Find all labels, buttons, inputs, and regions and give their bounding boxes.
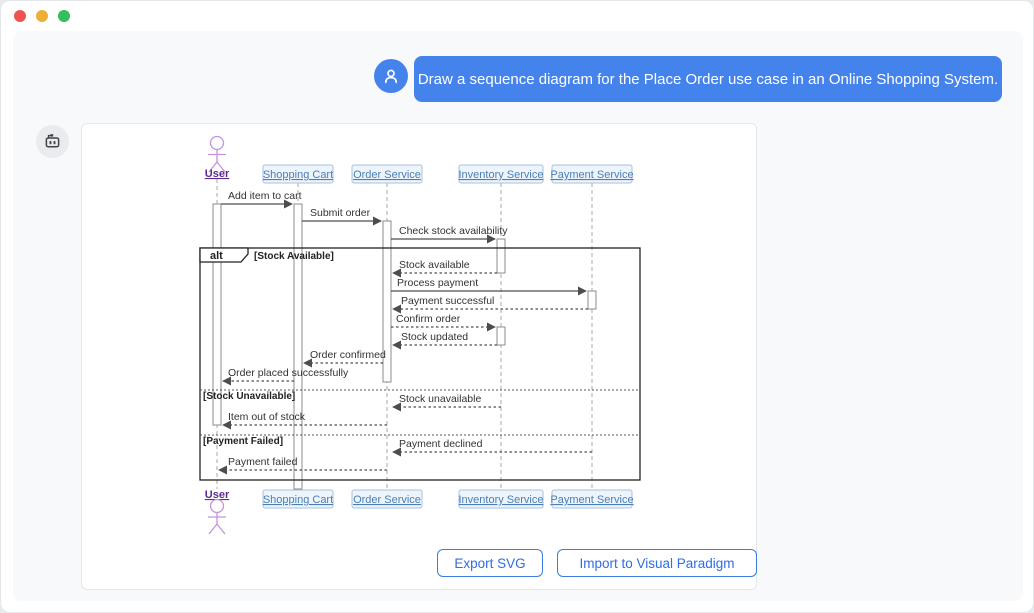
messages: Add item to cart Submit order Check stoc… bbox=[218, 190, 592, 475]
participant-box bbox=[458, 489, 544, 509]
message-label: Add item to cart bbox=[228, 190, 302, 202]
diagram-card: User Shopping Cart Order Service Invento… bbox=[81, 123, 757, 590]
stick-figure-icon bbox=[208, 498, 226, 535]
zoom-button[interactable] bbox=[58, 10, 70, 22]
activation-shopping-cart bbox=[293, 203, 303, 490]
message-stock-unavailable: Stock unavailable bbox=[392, 393, 501, 412]
participant-label[interactable]: Order Service bbox=[353, 494, 421, 506]
message-process-payment: Process payment bbox=[391, 277, 587, 296]
message-label: Order confirmed bbox=[310, 349, 386, 361]
message-check-stock-availability: Check stock availability bbox=[391, 225, 508, 244]
message-label: Payment successful bbox=[401, 295, 494, 307]
message-label: Check stock availability bbox=[399, 225, 508, 237]
participants-bottom: Shopping Cart Order Service Inventory Se… bbox=[262, 489, 634, 509]
participant-box bbox=[458, 164, 544, 184]
participant-box bbox=[351, 489, 423, 509]
bot-avatar bbox=[36, 125, 69, 158]
message-payment-successful: Payment successful bbox=[392, 295, 588, 314]
guard-payment-failed: [Payment Failed] bbox=[203, 436, 283, 447]
participant-box bbox=[351, 164, 423, 184]
message-label: Payment failed bbox=[228, 456, 298, 468]
minimize-button[interactable] bbox=[36, 10, 48, 22]
user-message-text: Draw a sequence diagram for the Place Or… bbox=[417, 70, 999, 88]
message-label: Confirm order bbox=[396, 313, 461, 325]
message-label: Payment declined bbox=[399, 438, 483, 450]
participant-label[interactable]: Shopping Cart bbox=[263, 169, 333, 181]
participant-box bbox=[551, 489, 633, 509]
fragment-frame bbox=[199, 247, 641, 481]
fragment-operator: alt bbox=[210, 250, 223, 262]
actor-label[interactable]: User bbox=[205, 168, 230, 180]
message-label: Stock unavailable bbox=[399, 393, 481, 405]
message-submit-order: Submit order bbox=[302, 207, 382, 226]
close-button[interactable] bbox=[14, 10, 26, 22]
message-order-confirmed: Order confirmed bbox=[303, 349, 386, 368]
user-avatar bbox=[374, 59, 408, 93]
message-item-out-of-stock: Item out of stock bbox=[222, 411, 387, 430]
guard-stock-available: [Stock Available] bbox=[254, 251, 334, 262]
alt-fragment: alt [Stock Available] [Stock Unavailable… bbox=[199, 247, 641, 481]
robot-icon bbox=[45, 134, 60, 148]
message-label: Stock updated bbox=[401, 331, 468, 343]
participant-box bbox=[262, 489, 334, 509]
titlebar bbox=[1, 1, 1033, 31]
participant-label[interactable]: Order Service bbox=[353, 169, 421, 181]
activation-order-service bbox=[382, 220, 392, 383]
participant-box bbox=[262, 164, 334, 184]
participant-box bbox=[551, 164, 633, 184]
participants-top: Shopping Cart Order Service Inventory Se… bbox=[262, 164, 634, 184]
export-svg-button[interactable]: Export SVG bbox=[437, 549, 543, 577]
actor-user-bottom: User bbox=[205, 489, 230, 535]
activation-bars bbox=[212, 203, 597, 490]
message-stock-updated: Stock updated bbox=[392, 331, 497, 350]
actor-label[interactable]: User bbox=[205, 489, 230, 501]
guard-stock-unavailable: [Stock Unavailable] bbox=[203, 391, 295, 402]
person-icon bbox=[384, 69, 398, 84]
participant-label[interactable]: Inventory Service bbox=[459, 169, 544, 181]
participant-label[interactable]: Shopping Cart bbox=[263, 494, 333, 506]
participant-label[interactable]: Payment Service bbox=[550, 494, 633, 506]
message-payment-declined: Payment declined bbox=[392, 438, 592, 457]
message-label: Item out of stock bbox=[228, 411, 306, 423]
participant-label[interactable]: Inventory Service bbox=[459, 494, 544, 506]
stick-figure-icon bbox=[208, 135, 226, 173]
message-label: Submit order bbox=[310, 207, 371, 219]
fragment-operator-pentagon bbox=[199, 247, 249, 263]
message-label: Stock available bbox=[399, 259, 470, 271]
activation-inventory-2 bbox=[496, 326, 506, 346]
actor-user-top: User bbox=[205, 135, 230, 180]
message-order-placed-successfully: Order placed successfully bbox=[222, 367, 349, 386]
message-stock-available: Stock available bbox=[392, 259, 497, 278]
user-message-bubble: Draw a sequence diagram for the Place Or… bbox=[414, 56, 1002, 102]
participant-label[interactable]: Payment Service bbox=[550, 169, 633, 181]
activation-user bbox=[212, 203, 222, 426]
import-visual-paradigm-button[interactable]: Import to Visual Paradigm bbox=[557, 549, 757, 577]
message-label: Order placed successfully bbox=[228, 367, 349, 379]
sequence-diagram: User Shopping Cart Order Service Invento… bbox=[199, 135, 641, 535]
activation-inventory-1 bbox=[496, 238, 506, 274]
message-payment-failed: Payment failed bbox=[218, 456, 387, 475]
message-confirm-order: Confirm order bbox=[391, 313, 496, 332]
activation-payment bbox=[587, 290, 597, 310]
message-label: Process payment bbox=[397, 277, 478, 289]
message-add-item-to-cart: Add item to cart bbox=[221, 190, 302, 209]
